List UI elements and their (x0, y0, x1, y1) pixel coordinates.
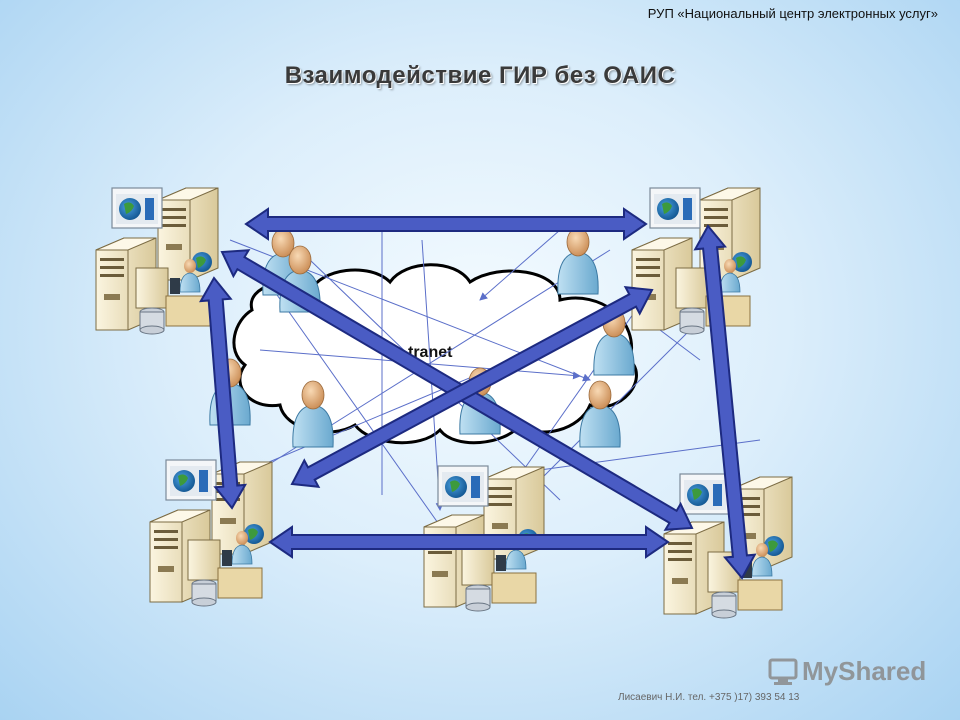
node-bottom-left (149, 459, 273, 607)
mac-icon (768, 658, 798, 685)
arrow-right (693, 224, 757, 580)
organization-header: РУП «Национальный центр электронных услу… (647, 6, 938, 21)
watermark: MyShared (768, 656, 926, 687)
monitor-icon (437, 465, 489, 507)
monitor-icon (111, 187, 163, 229)
arrow-left (198, 276, 248, 510)
watermark-text: MyShared (802, 656, 927, 686)
arrow-bottom (268, 525, 670, 559)
page-title: Взаимодействие ГИР без ОАИС (284, 62, 676, 89)
monitor-icon (649, 187, 701, 229)
arrow-diag-up (290, 286, 654, 488)
thick-arrows (198, 207, 757, 580)
cloud-label: tranet (408, 344, 453, 361)
user-figure (557, 227, 599, 295)
monitor-icon (165, 459, 217, 501)
node-top-right (631, 187, 761, 335)
node-top-left (95, 187, 219, 335)
footer-contact: Лисаевич Н.И. тел. +375 )17) 393 54 13 (618, 692, 800, 703)
monitor-icon (679, 473, 731, 515)
arrow-top (244, 207, 648, 241)
